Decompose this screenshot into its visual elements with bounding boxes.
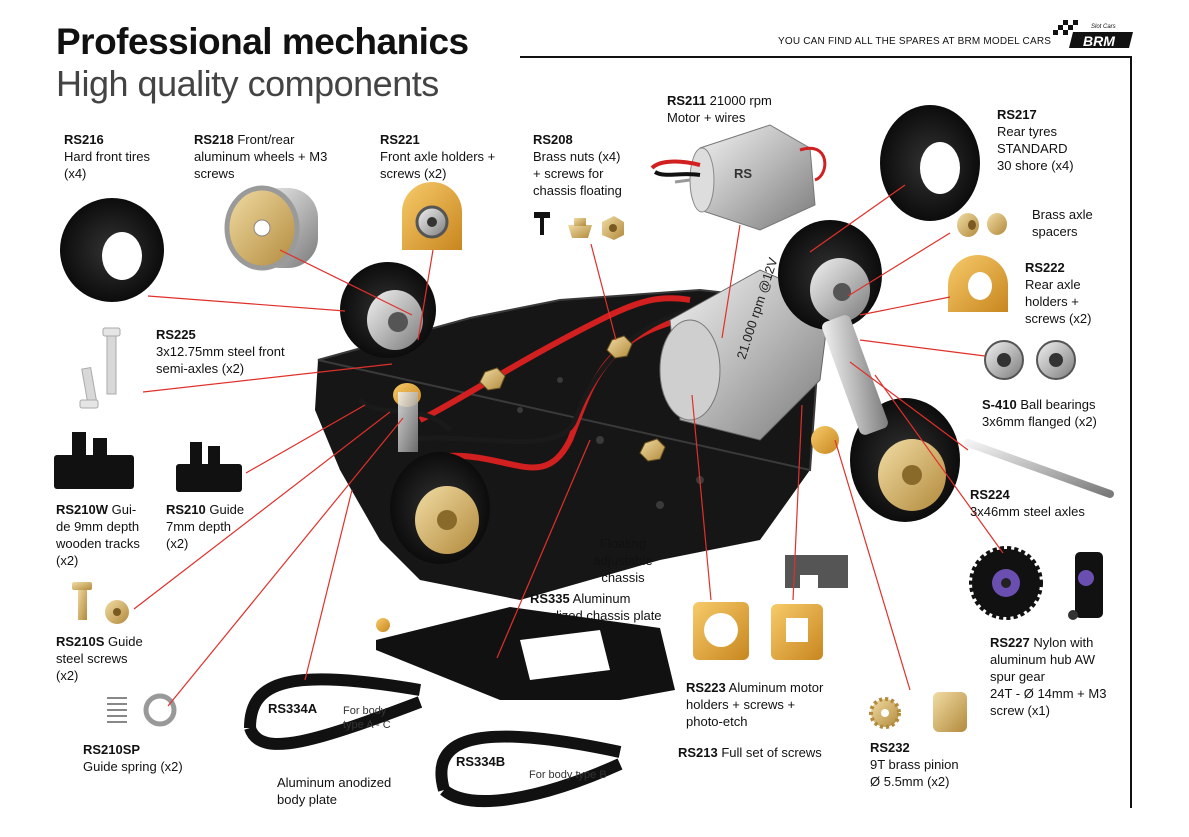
header-rule (520, 56, 1132, 58)
rs216-tire (60, 198, 164, 302)
rs208-parts (534, 212, 624, 240)
page-subtitle: High quality components (56, 63, 439, 104)
rs223-holders (693, 602, 823, 660)
rs334a-plate (244, 673, 423, 750)
tagline: YOU CAN FIND ALL THE SPARES AT BRM MODEL… (778, 36, 1052, 47)
motor-brand: RS (734, 166, 752, 181)
rs217-tyre (880, 105, 980, 221)
logo-text: BRM (1083, 33, 1115, 48)
main-motor: 21.000 rpm @12V (659, 255, 831, 441)
rs224-axle (964, 439, 1114, 498)
pinion-on-chassis (811, 426, 839, 454)
rs210w-guide (54, 432, 134, 489)
checker-flag-icon (1053, 20, 1078, 35)
front-wheel-top (340, 262, 436, 358)
right-rule (1130, 56, 1132, 808)
rs222-holder (948, 255, 1008, 312)
rs210sp-springs (107, 693, 177, 727)
brm-logo: Slot Cars BRM (1053, 20, 1133, 48)
rs334b-plate (435, 730, 623, 808)
rs210s-screws (72, 582, 129, 624)
label-rs334a: RS334A (268, 701, 318, 716)
label-rs213: RS213 Full set of screws (678, 745, 822, 760)
front-wheel-bottom (390, 452, 490, 564)
label-rs334b: RS334B (456, 754, 506, 769)
logo-small-text: Slot Cars (1091, 24, 1116, 30)
rear-wheel-top (778, 220, 882, 330)
label-rs334b-note: For body type B (529, 769, 607, 781)
rs218-wheel (224, 185, 318, 271)
rs210-guide (176, 442, 242, 492)
rs227-gear (969, 546, 1103, 620)
photo-etch (785, 555, 848, 588)
rs225-semi-axles (79, 327, 121, 409)
page-title: Professional mechanics (56, 21, 469, 62)
brass-spacers (957, 213, 1007, 237)
rs232-pinions (869, 692, 967, 732)
rs335-plate (376, 607, 675, 700)
rs211-motor: RS (650, 124, 827, 231)
chassis-brass-nuts (479, 335, 666, 462)
s410-bearings (984, 340, 1076, 380)
rs221-holder (402, 182, 462, 250)
